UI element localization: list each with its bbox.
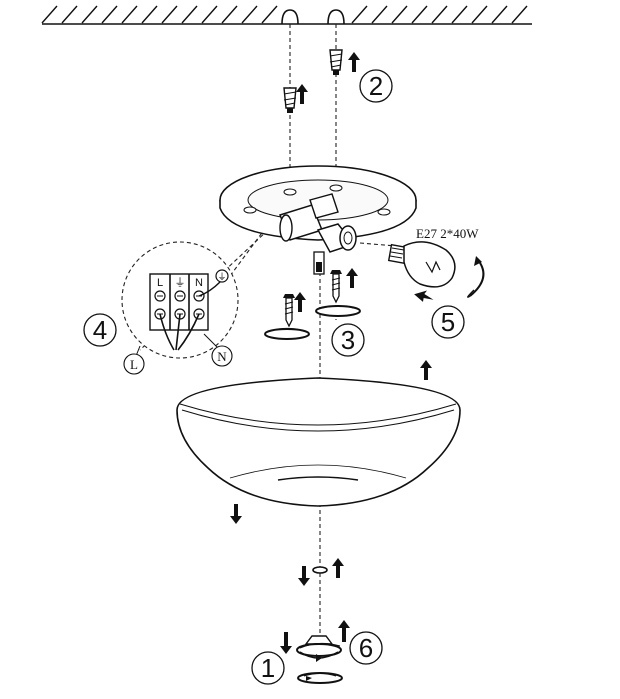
- light-bulb-icon: [387, 241, 456, 288]
- step-2-marker: 2: [359, 69, 393, 103]
- step-4-label: 4: [93, 315, 107, 345]
- ceiling-hatch-icon: [41, 5, 532, 25]
- step-6-marker: 6: [349, 631, 383, 665]
- fixing-nut: [312, 566, 328, 574]
- step-6-label: 6: [359, 633, 373, 663]
- decorative-knob: [296, 635, 342, 659]
- step-1-marker: 1: [251, 651, 285, 685]
- up-arrow-icon: [332, 558, 344, 578]
- step-3-marker: 3: [331, 323, 365, 357]
- glass-shade: [176, 377, 461, 507]
- washer-icon: [264, 305, 361, 340]
- step-1-label: 1: [261, 653, 275, 683]
- wall-plug-icon: [329, 49, 343, 75]
- up-arrow-icon: [420, 360, 432, 380]
- svg-text:N: N: [217, 349, 227, 364]
- lamp-holder-icon: [279, 193, 357, 275]
- step-4-marker: 4: [83, 313, 117, 347]
- terminal-live-label: L: [157, 277, 163, 289]
- left-arrow-icon: [414, 290, 434, 302]
- svg-text:L: L: [130, 357, 138, 372]
- down-arrow-icon: [230, 504, 242, 524]
- step-5-marker: 5: [431, 305, 465, 339]
- bulb-spec-label: E27 2*40W: [416, 226, 479, 241]
- up-arrow-icon: [296, 52, 360, 104]
- step-3-label: 3: [341, 325, 355, 355]
- rotate-arrow-icon: [299, 642, 341, 662]
- terminal-detail: L ⏚ N ⏚: [121, 241, 239, 359]
- step-5-label: 5: [441, 307, 455, 337]
- screw-icon: [283, 294, 295, 328]
- rotate-arrow-icon: [467, 256, 485, 298]
- screw-icon: [330, 270, 342, 304]
- down-arrow-icon: [280, 632, 292, 654]
- wire-label-neutral: N: [211, 345, 233, 367]
- earth-icon: ⏚: [217, 272, 226, 283]
- down-arrow-icon: [298, 566, 310, 586]
- up-arrow-icon: [338, 620, 350, 642]
- end-cap: [297, 672, 343, 684]
- wall-plug-icon: [283, 87, 297, 113]
- up-arrow-icon: [294, 268, 358, 312]
- step-2-label: 2: [369, 71, 383, 101]
- wire-label-live: L: [123, 353, 145, 375]
- terminal-neutral-label: N: [195, 277, 203, 289]
- earth-icon: ⏚: [175, 276, 186, 289]
